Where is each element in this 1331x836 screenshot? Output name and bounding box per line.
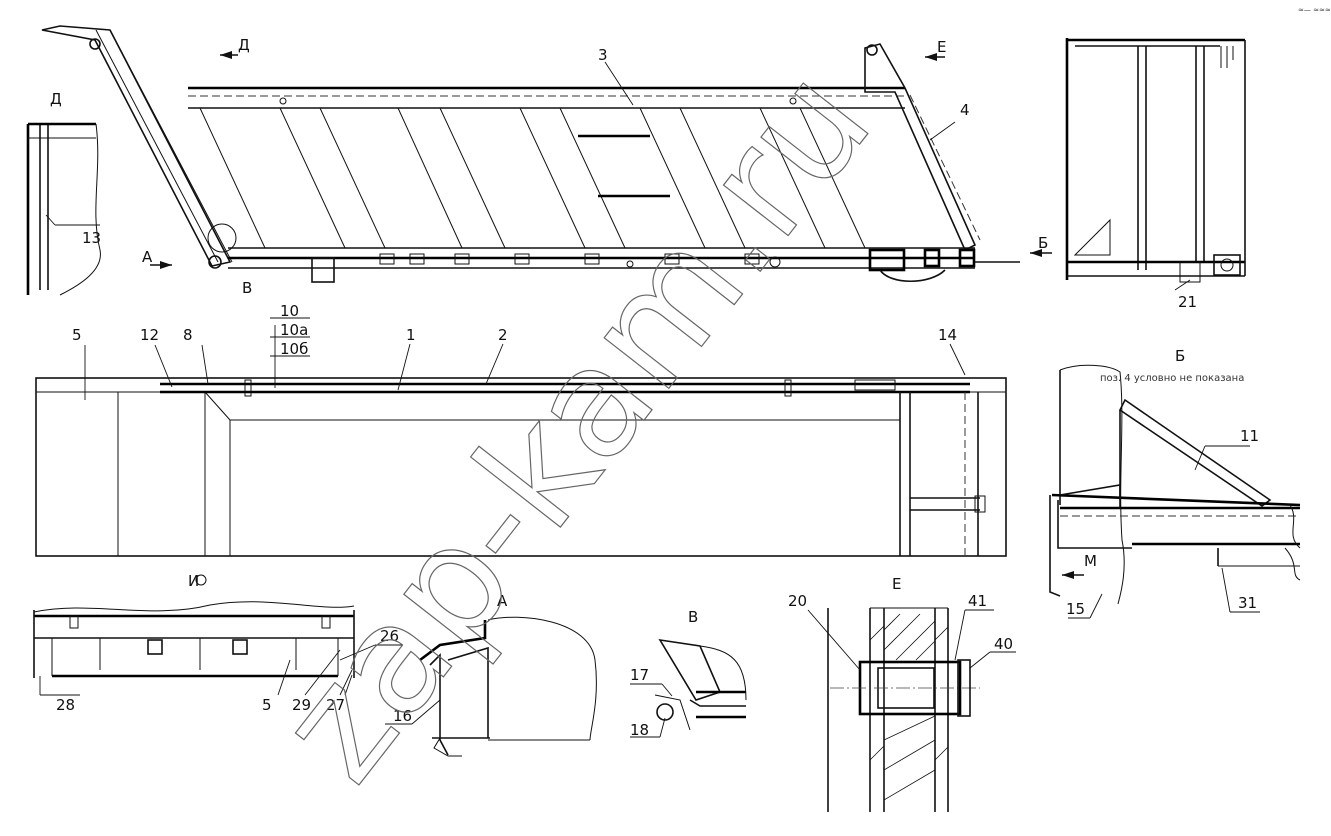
callout-2: 2 <box>498 326 508 344</box>
callout-8: 8 <box>183 326 193 344</box>
callout-10a: 10а <box>280 321 308 339</box>
view-label-v-main: В <box>242 279 252 297</box>
callout-40: 40 <box>994 635 1013 653</box>
view-label-v: В <box>688 608 698 626</box>
view-label-b: Б <box>1175 347 1185 365</box>
callout-17: 17 <box>630 666 649 684</box>
view-label-m: М <box>1084 552 1097 570</box>
callout-26: 26 <box>380 627 399 645</box>
callout-29: 29 <box>292 696 311 714</box>
view-b-detail <box>1049 364 1301 605</box>
callout-18: 18 <box>630 721 649 739</box>
callout-13: 13 <box>82 229 101 247</box>
view-i <box>33 601 355 678</box>
callout-11: 11 <box>1240 427 1259 445</box>
callout-27: 27 <box>326 696 345 714</box>
view-label-e-main: Е <box>937 38 946 56</box>
view-label-d-main: Д <box>238 36 250 54</box>
view-label-i: И <box>188 572 199 590</box>
leader-lines <box>39 61 1260 738</box>
callout-10: 10 <box>280 302 299 320</box>
view-label-a: А <box>497 592 508 610</box>
view-a <box>419 616 597 757</box>
callout-3: 3 <box>598 46 608 64</box>
side-view <box>41 25 1020 283</box>
callout-21: 21 <box>1178 293 1197 311</box>
corner-mark: ≈— ≈≈≈ <box>1298 6 1331 14</box>
callout-28: 28 <box>56 696 75 714</box>
callout-4: 4 <box>960 101 970 119</box>
view-label-d: Д <box>50 90 62 108</box>
callout-31: 31 <box>1238 594 1257 612</box>
plan-view <box>35 377 1007 557</box>
callouts: 3 4 13 21 5 12 8 10 10а 10б 1 2 14 11 15… <box>56 46 1259 739</box>
view-e <box>827 607 980 812</box>
callout-10b: 10б <box>280 340 308 358</box>
watermark: zap-kam.ru <box>246 38 904 812</box>
view-label-e: Е <box>892 575 901 593</box>
callout-14: 14 <box>938 326 957 344</box>
callout-5-bottom: 5 <box>262 696 272 714</box>
view-label-b-main: Б <box>1038 234 1048 252</box>
callout-5-top: 5 <box>72 326 82 344</box>
view-v <box>654 638 747 731</box>
callout-16: 16 <box>393 707 412 725</box>
callout-15: 15 <box>1066 600 1085 618</box>
view-arrows <box>150 51 1084 579</box>
view-rear-end <box>1065 38 1246 283</box>
callout-12: 12 <box>140 326 159 344</box>
view-labels: Д Д Е А В Б Б поз. 4 условно не показана… <box>50 36 1244 626</box>
callout-20: 20 <box>788 592 807 610</box>
view-label-a-main: А <box>142 248 153 266</box>
view-d <box>26 122 101 296</box>
view-b-note: поз. 4 условно не показана <box>1100 373 1244 384</box>
callout-41: 41 <box>968 592 987 610</box>
callout-1: 1 <box>406 326 416 344</box>
